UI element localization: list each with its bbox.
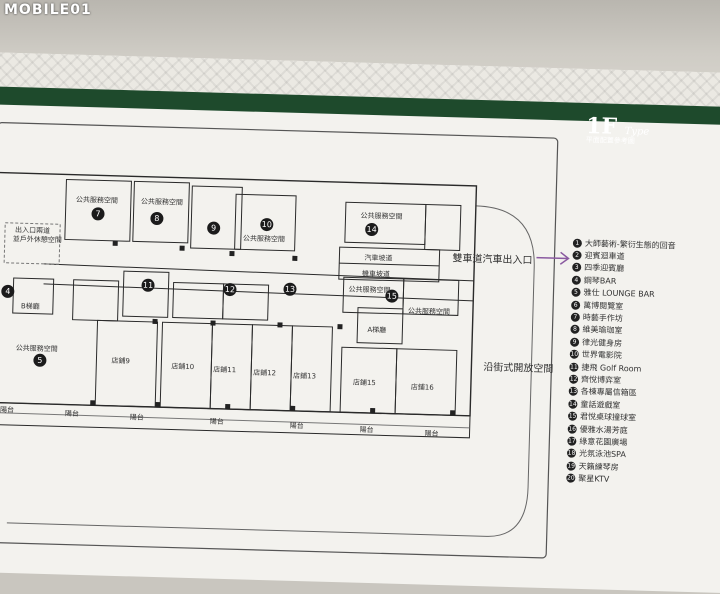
- label-car-ramp: 汽車坡道: [364, 253, 393, 263]
- floor-plan-drawing: [0, 122, 559, 559]
- label-public-5: 公共服務空間: [15, 344, 58, 354]
- arrow-icon: [536, 251, 570, 265]
- building-outline: [0, 171, 478, 417]
- label-balcony-2: 陽台: [64, 409, 80, 418]
- legend-number: 17: [567, 436, 577, 446]
- label-shop-13: 店鋪13: [292, 371, 317, 381]
- legend-number: 6: [571, 300, 581, 310]
- legend-label: 光氛泳池SPA: [578, 449, 626, 460]
- legend-label: 捷飛 Golf Room: [581, 362, 642, 374]
- room-7: [64, 178, 132, 242]
- legend-label: 迎賓迴車道: [584, 251, 625, 262]
- label-public-7: 公共服務空間: [75, 195, 119, 205]
- label-public-15: 公共服務空間: [348, 285, 391, 295]
- label-balcony-4: 陽台: [209, 417, 224, 426]
- label-public-10: 公共服務空間: [242, 234, 285, 244]
- legend-label: 童話遊戲室: [580, 399, 621, 410]
- room-11: [122, 270, 170, 318]
- site-boundary: [6, 205, 535, 537]
- legend-number: 12: [568, 374, 579, 384]
- legend-label: 優雅水湯芳庭: [579, 424, 628, 435]
- plan-frame: [0, 122, 559, 559]
- corridor-line: [44, 263, 474, 282]
- label-balcony-7: 陽台: [424, 429, 439, 438]
- lobby-a: [356, 307, 404, 345]
- legend-label: 四季迎賓廳: [584, 263, 625, 274]
- watermark: MOBILE01: [4, 2, 92, 18]
- room-right-top: [424, 203, 462, 251]
- label-entrance-2: 並戶外休憩空間: [12, 234, 62, 245]
- legend-number: 19: [566, 461, 576, 471]
- legend-label: 維美瑜珈室: [582, 325, 623, 336]
- legend-number: 1: [572, 238, 583, 248]
- legend-label: 綠意花園廣場: [579, 436, 628, 448]
- label-shop-12: 店鋪12: [253, 368, 277, 378]
- room-8: [132, 180, 190, 244]
- legend-number: 18: [566, 448, 577, 459]
- legend-number: 9: [570, 337, 580, 347]
- floor-title: 1F Type 平面配置參考圖: [586, 113, 650, 147]
- label-car-exit: 雙車道汽車出入口: [452, 253, 533, 267]
- legend-label: 君悅桌球撞球室: [579, 412, 637, 423]
- legend-label: 雅仕 LOUNGE BAR: [583, 288, 655, 300]
- label-balcony-5: 陽台: [289, 421, 304, 431]
- entrance-area: [3, 222, 61, 265]
- label-shop-9: 店鋪9: [111, 356, 131, 366]
- legend-number: 10: [569, 349, 579, 360]
- shop-13: [289, 325, 333, 413]
- room-10: [234, 193, 297, 252]
- label-public-8: 公共服務空間: [140, 197, 183, 207]
- legend-label: 律光健身房: [582, 337, 623, 348]
- columns: [90, 240, 456, 416]
- label-shop-10: 店鋪10: [171, 362, 195, 372]
- room-12b: [222, 283, 270, 321]
- label-balcony-3: 陽台: [129, 413, 144, 422]
- floor-plan-board: 1F Type 平面配置參考圖: [0, 52, 720, 594]
- label-public-14: 公共服務空間: [360, 211, 403, 221]
- legend-label: 天籟練琴房: [578, 461, 619, 472]
- label-open-space: 沿街式開放空間: [483, 362, 554, 376]
- legend-number: 5: [571, 287, 581, 298]
- legend-number: 7: [570, 312, 580, 322]
- legend-number: 16: [567, 424, 577, 434]
- legend-number: 8: [570, 325, 580, 335]
- legend-label: 鋼琴BAR: [583, 275, 617, 286]
- lobby-b: [12, 277, 55, 315]
- legend-label: 各棟專屬信箱區: [580, 387, 637, 398]
- room-14: [344, 201, 427, 246]
- legend-number: 14: [568, 399, 578, 409]
- room-15b: [402, 278, 460, 316]
- label-shop-11: 店鋪11: [213, 365, 237, 375]
- label-balcony-1: 陽台: [0, 405, 15, 415]
- label-public-16: 公共服務空間: [407, 307, 451, 317]
- legend-number: 20: [566, 473, 576, 483]
- legend-label: 聚星KTV: [578, 473, 610, 484]
- legend-number: 4: [571, 275, 581, 285]
- room-9: [190, 185, 243, 250]
- label-lobby-b: B梯廳: [20, 302, 40, 311]
- legend-number: 11: [569, 362, 579, 372]
- label-balcony-6: 陽台: [359, 425, 374, 435]
- label-shop-15: 店鋪15: [352, 378, 376, 388]
- label-lobby-a: A梯廳: [367, 325, 387, 335]
- label-shop-16: 店鋪16: [410, 383, 434, 392]
- legend-label: 萬博閱覽室: [583, 300, 624, 311]
- legend-number: 13: [568, 386, 578, 397]
- legend-label: 齊悅博弈室: [580, 374, 622, 386]
- label-moto-ramp: 機車坡道: [361, 269, 391, 279]
- room-12a: [172, 281, 225, 320]
- legend-label: 時藝手作坊: [582, 312, 623, 324]
- legend-label: 世界電影院: [581, 350, 622, 361]
- legend-number: 15: [567, 411, 578, 421]
- stair-b: [72, 279, 120, 322]
